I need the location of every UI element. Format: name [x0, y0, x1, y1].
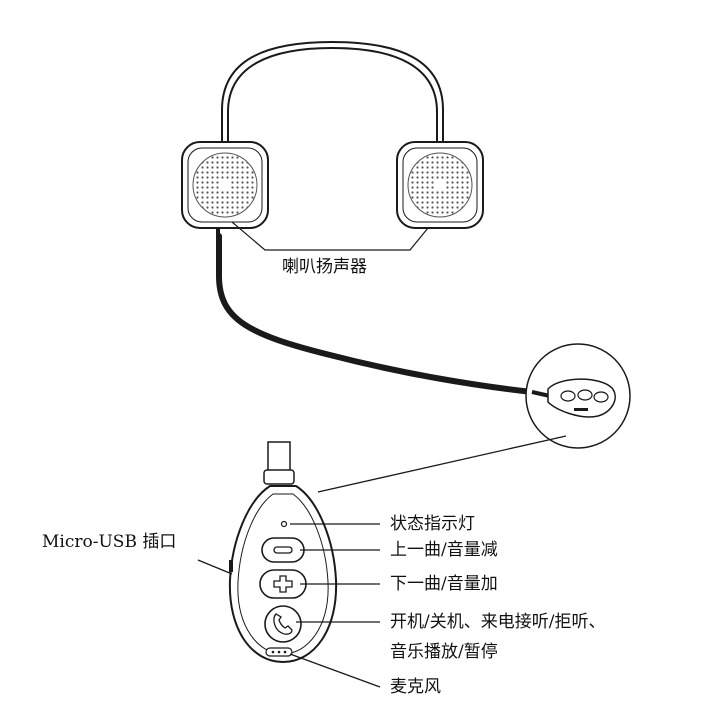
plus-icon: [273, 575, 293, 593]
usb-port: [229, 560, 233, 572]
power-call-label-line2: 音乐播放/暂停: [390, 642, 498, 662]
plus-button[interactable]: [259, 569, 307, 599]
speaker-label-pointer: [231, 221, 429, 251]
usb-port-label: Micro-USB 插口: [42, 532, 177, 552]
headband: [221, 40, 444, 150]
call-button[interactable]: [264, 605, 302, 643]
speakers-label: 喇叭扬声器: [282, 257, 367, 277]
callout-lines: [197, 523, 381, 688]
zoom-circle: [525, 343, 631, 449]
right-speaker: [396, 141, 484, 229]
left-speaker: [181, 141, 269, 229]
status-light-label: 状态指示灯: [390, 514, 475, 534]
zoom-connector: [317, 435, 567, 493]
next-vol-up-label: 下一曲/音量加: [390, 574, 498, 594]
minus-button[interactable]: [261, 537, 305, 563]
minus-icon: [273, 546, 293, 554]
power-call-label-line1: 开机/关机、来电接听/拒听、: [390, 612, 606, 632]
microphone-label: 麦克风: [390, 677, 441, 697]
cable: [216, 228, 535, 395]
phone-icon: [273, 613, 293, 635]
microphone-holes: [265, 647, 293, 657]
prev-vol-down-label: 上一曲/音量减: [390, 540, 498, 560]
remote-control: [228, 441, 338, 664]
